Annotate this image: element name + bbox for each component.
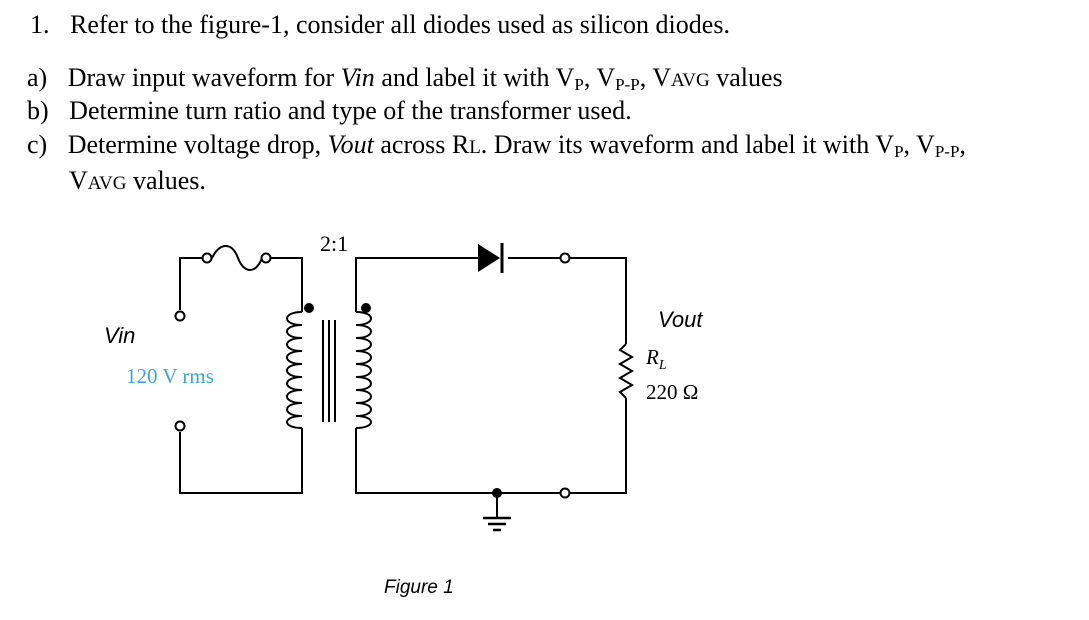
polarity-dots [304,303,502,498]
circuit-wires [179,245,634,518]
vout-label: Vout [658,307,703,332]
secondary-coil [355,311,372,429]
vin-label: Vin [104,323,135,348]
question-text: Refer to the figure-1, consider all diod… [70,10,730,39]
part-c: c) Determine voltage drop, Vout across R… [27,130,966,167]
part-a: a) Draw input waveform for Vin and label… [27,63,783,100]
part-b: b) Determine turn ratio and type of the … [27,96,632,126]
primary-coil [286,311,303,429]
fuse-icon [211,245,263,271]
part-b-text: Determine turn ratio and type of the tra… [69,96,632,125]
question-line: 1. Refer to the figure-1, consider all d… [30,10,730,40]
part-a-label: a) [27,63,48,92]
turns-ratio-label: 2:1 [320,231,348,256]
terminals [174,252,571,499]
part-c-text: Determine voltage drop, Vout across RL. … [67,130,966,161]
question-number: 1. [30,10,50,39]
part-c-line2: VAVG values. [69,166,206,195]
figure-caption: Figure 1 [384,577,454,598]
diode-icon [478,243,504,273]
part-a-text: Draw input waveform for Vin and label it… [67,63,783,94]
ground-icon [483,516,511,532]
resistor-icon [618,343,634,399]
rl-label: RL [645,345,667,373]
part-c-label: c) [27,130,48,159]
part-b-label: b) [27,96,49,125]
rl-value-label: 220 Ω [646,380,698,404]
source-voltage-label: 120 V rms [126,364,214,388]
